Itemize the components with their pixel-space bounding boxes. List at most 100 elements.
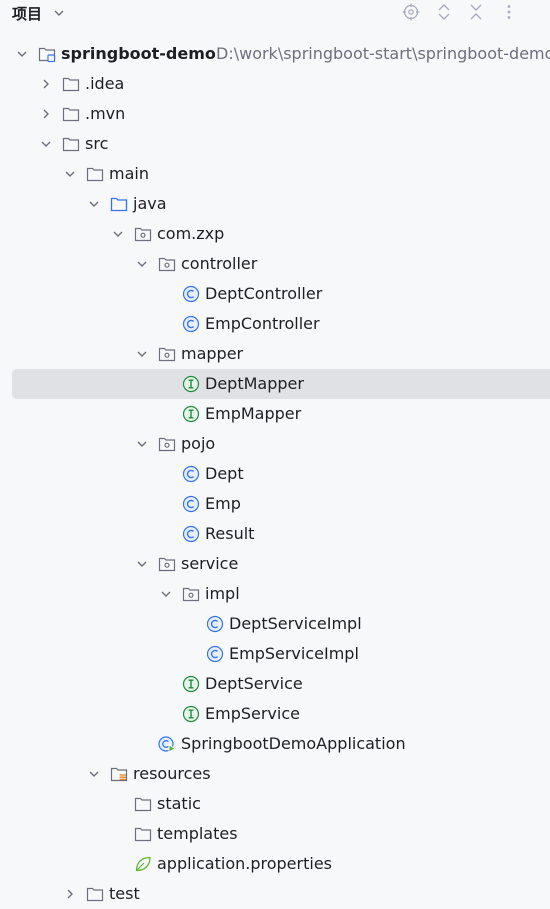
tree-item-label: Result: [205, 524, 255, 543]
tree-item-label: application.properties: [157, 854, 332, 873]
chevron-down-icon[interactable]: [135, 437, 149, 451]
class-icon: [182, 465, 200, 483]
tree-item-dept-mapper[interactable]: DeptMapper: [0, 369, 550, 399]
tree-item-label: .idea: [85, 74, 125, 93]
tree-item-label: com.zxp: [157, 224, 225, 243]
package-icon: [158, 347, 176, 362]
tree-item-dept-service-impl[interactable]: DeptServiceImpl: [0, 609, 550, 639]
tree-item-label: DeptServiceImpl: [229, 614, 362, 633]
folder-icon: [62, 107, 80, 122]
tree-item-label: EmpController: [205, 314, 320, 333]
tree-item-application-properties[interactable]: application.properties: [0, 849, 550, 879]
chevron-down-icon[interactable]: [135, 347, 149, 361]
chevron-down-icon[interactable]: [63, 167, 77, 181]
tree-item-emp-service-impl[interactable]: EmpServiceImpl: [0, 639, 550, 669]
tree-item-static[interactable]: static: [0, 789, 550, 819]
tree-item-label: impl: [205, 584, 240, 603]
chevron-down-icon[interactable]: [135, 557, 149, 571]
chevron-down-icon[interactable]: [39, 137, 53, 151]
package-icon: [158, 437, 176, 452]
tree-item-emp-mapper[interactable]: EmpMapper: [0, 399, 550, 429]
collapse-all-icon[interactable]: [467, 3, 485, 21]
root-module-path: D:\work\springboot-start\springboot-demo: [216, 44, 550, 63]
folder-icon: [62, 77, 80, 92]
tree-item-idea[interactable]: .idea: [0, 69, 550, 99]
more-options-icon[interactable]: [500, 3, 518, 21]
tree-item-label: src: [85, 134, 109, 153]
tree-item-label: resources: [133, 764, 211, 783]
chevron-right-icon[interactable]: [63, 887, 77, 901]
tree-item-label: SpringbootDemoApplication: [181, 734, 406, 753]
chevron-down-icon[interactable]: [52, 6, 66, 20]
tree-item-mapper[interactable]: mapper: [0, 339, 550, 369]
tree-item-label: Dept: [205, 464, 244, 483]
tree-item-label: test: [109, 884, 140, 903]
selection-highlight: [12, 369, 550, 399]
tree-item-label: EmpMapper: [205, 404, 302, 423]
tree-item-label: pojo: [181, 434, 216, 453]
tree-item-test[interactable]: test: [0, 879, 550, 909]
tree-item-java[interactable]: java: [0, 189, 550, 219]
chevron-right-icon[interactable]: [39, 107, 53, 121]
spring-leaf-icon: [135, 856, 151, 872]
tree-item-dept[interactable]: Dept: [0, 459, 550, 489]
tree-item-label: static: [157, 794, 201, 813]
class-icon: [182, 315, 200, 333]
interface-icon: [182, 405, 200, 423]
tree-item-controller[interactable]: controller: [0, 249, 550, 279]
tree-item-label: .mvn: [85, 104, 126, 123]
interface-icon: [182, 375, 200, 393]
class-icon: [182, 285, 200, 303]
tree-item-label: templates: [157, 824, 238, 843]
tree-item-pojo[interactable]: pojo: [0, 429, 550, 459]
package-icon: [134, 227, 152, 242]
class-icon: [182, 495, 200, 513]
tree-item-emp[interactable]: Emp: [0, 489, 550, 519]
folder-icon: [134, 827, 152, 842]
tree-item-label: java: [133, 194, 167, 213]
tree-item-service[interactable]: service: [0, 549, 550, 579]
folder-icon: [86, 167, 104, 182]
project-panel-header: 项目: [0, 0, 550, 28]
package-icon: [158, 257, 176, 272]
root-module-name: springboot-demo: [61, 44, 216, 63]
chevron-down-icon[interactable]: [111, 227, 125, 241]
tree-item-resources[interactable]: resources: [0, 759, 550, 789]
tree-item-src[interactable]: src: [0, 129, 550, 159]
panel-title[interactable]: 项目: [12, 5, 43, 23]
tree-item-label: controller: [181, 254, 258, 273]
folder-icon: [134, 797, 152, 812]
chevron-down-icon[interactable]: [87, 767, 101, 781]
tree-item-label: DeptService: [205, 674, 303, 693]
tree-item-main[interactable]: main: [0, 159, 550, 189]
tree-item-label: Emp: [205, 494, 241, 513]
tree-item-dept-service[interactable]: DeptService: [0, 669, 550, 699]
tree-item-impl[interactable]: impl: [0, 579, 550, 609]
chevron-down-icon[interactable]: [135, 257, 149, 271]
tree-item-label: main: [109, 164, 149, 183]
tree-item-emp-controller[interactable]: EmpController: [0, 309, 550, 339]
tree-item-dept-controller[interactable]: DeptController: [0, 279, 550, 309]
folder-icon: [62, 137, 80, 152]
tree-item-label: EmpServiceImpl: [229, 644, 359, 663]
class-icon: [206, 615, 224, 633]
spring-boot-application-icon: [158, 736, 176, 753]
chevron-down-icon[interactable]: [15, 47, 29, 61]
expand-all-icon[interactable]: [435, 3, 453, 21]
tree-item-root-module[interactable]: springboot-demo D:\work\springboot-start…: [0, 39, 550, 69]
locate-icon[interactable]: [402, 3, 420, 21]
class-icon: [206, 645, 224, 663]
chevron-down-icon[interactable]: [87, 197, 101, 211]
tree-item-com-zxp[interactable]: com.zxp: [0, 219, 550, 249]
tree-item-result[interactable]: Result: [0, 519, 550, 549]
chevron-down-icon[interactable]: [159, 587, 173, 601]
module-folder-icon: [38, 47, 56, 63]
resources-folder-icon: [110, 767, 128, 782]
tree-item-label: DeptMapper: [205, 374, 304, 393]
tree-item-mvn[interactable]: .mvn: [0, 99, 550, 129]
chevron-right-icon[interactable]: [39, 77, 53, 91]
tree-item-springboot-demo-application[interactable]: SpringbootDemoApplication: [0, 729, 550, 759]
package-icon: [182, 587, 200, 602]
tree-item-emp-service[interactable]: EmpService: [0, 699, 550, 729]
tree-item-templates[interactable]: templates: [0, 819, 550, 849]
